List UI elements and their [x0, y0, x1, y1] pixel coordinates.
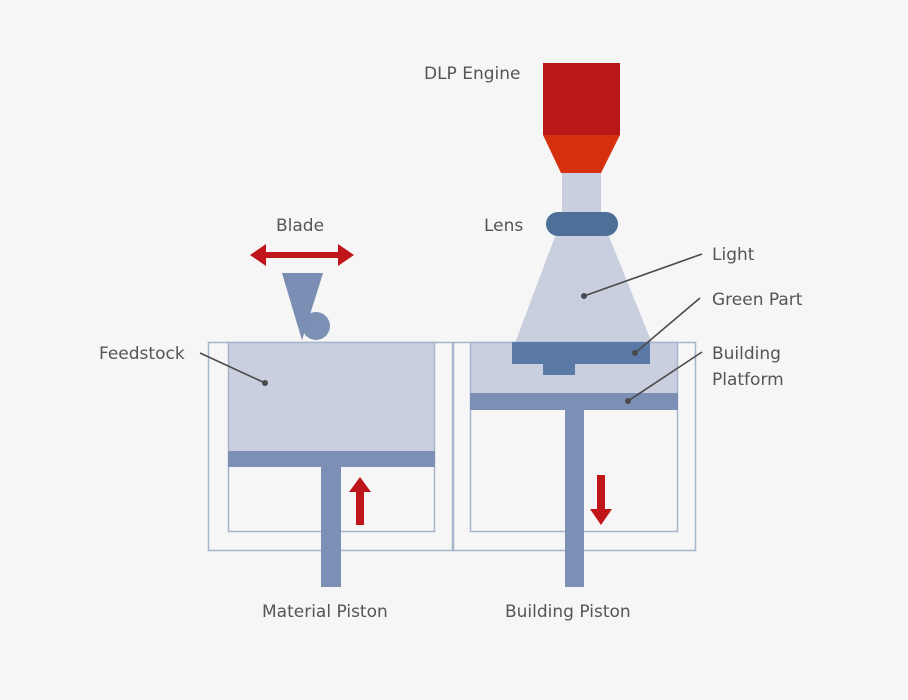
building-piston-rod: [565, 410, 584, 587]
label-building-platform-2: Platform: [712, 370, 784, 390]
label-dlp-engine: DLP Engine: [424, 64, 520, 84]
label-blade: Blade: [276, 216, 324, 236]
leader-light: [583, 253, 703, 297]
blade-overlap: [282, 273, 323, 340]
green-part: [512, 342, 650, 364]
material-piston-rod: [321, 467, 341, 587]
blade-motion-arrow-icon: [250, 244, 354, 266]
dlp-engine-nozzle: [543, 135, 620, 173]
material-piston-plate: [228, 451, 435, 467]
label-material-piston: Material Piston: [262, 602, 388, 622]
lens: [546, 212, 618, 236]
leader-feedstock: [199, 352, 266, 384]
building-platform: [470, 393, 678, 410]
arrow-up-icon: [349, 477, 371, 525]
label-building-piston: Building Piston: [505, 602, 631, 622]
blade-roller: [302, 312, 330, 340]
green-part-stub: [543, 363, 575, 375]
light-column: [562, 173, 601, 215]
leader-green-part: [634, 297, 701, 354]
dlp-engine-body: [543, 63, 620, 135]
label-building-platform-1: Building: [712, 344, 781, 364]
label-feedstock: Feedstock: [99, 344, 185, 364]
label-light: Light: [712, 245, 755, 265]
feedstock: [228, 342, 435, 451]
leader-building-platform: [627, 351, 703, 402]
label-lens: Lens: [484, 216, 523, 236]
label-green-part: Green Part: [712, 290, 803, 310]
arrow-down-icon: [590, 475, 612, 525]
light-cone: [515, 234, 652, 343]
